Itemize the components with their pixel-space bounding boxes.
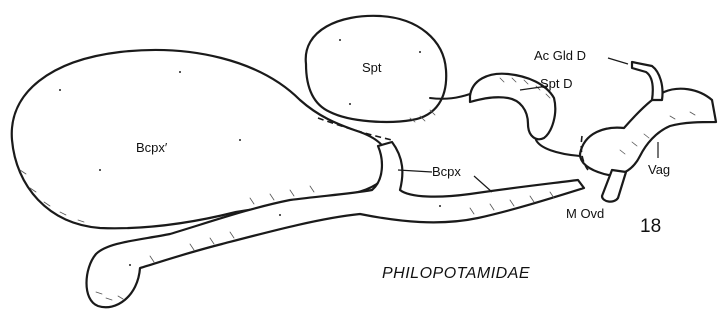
label-spt: Spt — [362, 60, 382, 75]
label-vag: Vag — [648, 162, 670, 177]
family-name: PHILOPOTAMIDAE — [382, 265, 530, 282]
accessory-gland-duct — [632, 62, 663, 100]
label-m-ovd: M Ovd — [566, 206, 604, 221]
leader-ac-gld-d — [608, 58, 628, 64]
label-bcpx-prime: Bcpx′ — [136, 140, 168, 155]
figure-number: 18 — [640, 216, 661, 237]
label-bcpx: Bcpx — [432, 164, 461, 179]
label-spt-d: Spt D — [540, 76, 573, 91]
label-ac-gld-d: Ac Gld D — [534, 48, 586, 63]
leader-bcpx-2 — [474, 176, 492, 192]
spermathecal-duct-lower — [536, 140, 580, 156]
